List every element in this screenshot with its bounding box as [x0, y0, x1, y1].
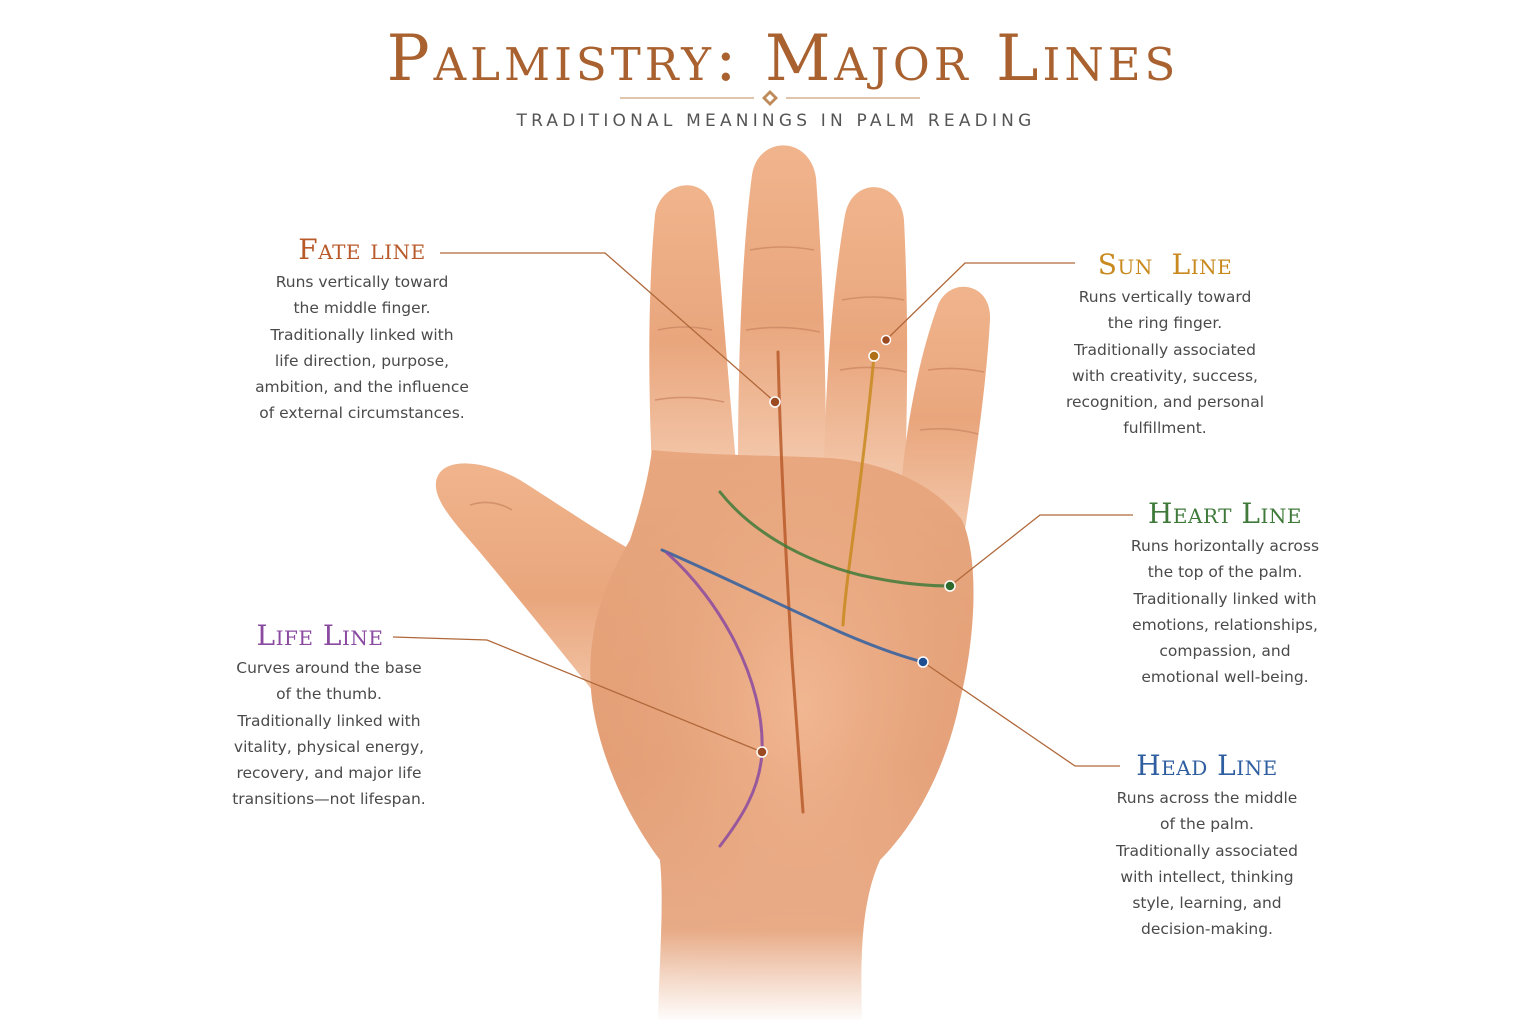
endpoint-dots: [756, 334, 956, 758]
fate-dot: [769, 396, 781, 408]
sun-desc-line: Runs vertically toward: [1078, 288, 1252, 306]
ring-finger: [824, 187, 908, 480]
sun-desc-line: the ring finger.: [1107, 314, 1223, 333]
head-desc-line: style, learning, and: [1132, 894, 1282, 913]
life-line-path: [665, 551, 764, 848]
fate-line-description: Runs vertically toward the middle finger…: [232, 269, 492, 427]
heart-desc-line: Traditionally linked with: [1133, 589, 1317, 608]
heart-line-label: Heart Line Runs horizontally across the …: [1100, 497, 1350, 691]
sun-line-title: Sun Line: [1097, 248, 1233, 281]
sun-leader: [885, 262, 1075, 341]
heart-desc-line: emotions, relationships,: [1132, 615, 1318, 634]
heart-desc-line: Runs horizontally across: [1130, 537, 1320, 555]
page-title: Palmistry: Major Lines: [386, 22, 1180, 96]
heart-dot: [944, 580, 956, 592]
middle-finger: [738, 145, 826, 462]
heart-desc-line: compassion, and: [1159, 642, 1291, 661]
head-leader: [922, 661, 1120, 767]
heart-leader: [949, 514, 1133, 587]
diamond-ornament-icon: [620, 90, 920, 106]
sun-line-description: Runs vertically toward the ring finger. …: [1040, 284, 1290, 442]
heart-line-description: Runs horizontally across the top of the …: [1100, 533, 1350, 691]
life-line-title: Life Line: [256, 619, 384, 652]
life-desc-line: transitions—not lifespan.: [232, 790, 426, 809]
heart-line-path: [718, 490, 952, 588]
life-line-label: Life Line Curves around the base of the …: [204, 619, 454, 813]
sun-line-label: Sun Line Runs vertically toward the ring…: [1040, 248, 1290, 442]
fate-desc-line: Traditionally linked with: [270, 325, 454, 344]
fate-line-title: Fate line: [298, 233, 426, 266]
fate-desc-line: Runs vertically toward: [275, 273, 449, 291]
hand-silhouette: [435, 145, 991, 1024]
sun-dot: [868, 350, 880, 362]
life-desc-line: Curves around the base: [236, 659, 422, 677]
head-desc-line: of the palm.: [1160, 815, 1254, 834]
sun-line-path: [841, 354, 876, 627]
fate-desc-line: life direction, purpose,: [274, 351, 450, 370]
fate-desc-line: of external circumstances.: [259, 404, 465, 423]
leader-lines: [392, 252, 1133, 767]
life-desc-line: vitality, physical energy,: [233, 737, 425, 756]
life-line-description: Curves around the base of the thumb. Tra…: [204, 655, 454, 813]
page-subtitle: Traditional Meanings in Palm Reading: [516, 111, 1036, 131]
life-desc-line: recovery, and major life: [236, 764, 422, 783]
heart-line-title: Heart Line: [1147, 497, 1302, 530]
sun-desc-line: with creativity, success,: [1072, 366, 1258, 385]
heart-desc-line: emotional well-being.: [1141, 668, 1309, 687]
life-leader: [392, 636, 763, 753]
life-desc-line: Traditionally linked with: [237, 711, 421, 730]
head-desc-line: Runs across the middle: [1116, 789, 1298, 807]
head-line-title: Head Line: [1136, 749, 1278, 782]
sun-desc-line: recognition, and personal: [1065, 393, 1265, 412]
sun-desc-line: fulfillment.: [1123, 419, 1207, 438]
little-finger: [900, 286, 991, 530]
sun-desc-line: Traditionally associated: [1073, 340, 1257, 359]
fate-desc-line: the middle finger.: [293, 299, 431, 318]
heart-desc-line: the top of the palm.: [1147, 563, 1303, 582]
fate-leader: [440, 252, 776, 403]
head-desc-line: decision-making.: [1141, 920, 1273, 939]
head-desc-line: with intellect, thinking: [1120, 867, 1294, 886]
head-desc-line: Traditionally associated: [1115, 841, 1299, 860]
sun-dot-2: [880, 334, 892, 346]
wrist-fade: [640, 930, 880, 1024]
fate-line-path: [776, 350, 805, 814]
finger-creases: [469, 246, 985, 511]
head-line-description: Runs across the middle of the palm. Trad…: [1082, 785, 1332, 943]
head-line-path: [660, 548, 925, 664]
palm-lines: [660, 350, 952, 848]
life-desc-line: of the thumb.: [276, 685, 382, 704]
fate-line-label: Fate line Runs vertically toward the mid…: [232, 233, 492, 427]
fate-desc-line: ambition, and the influence: [255, 378, 469, 397]
head-line-label: Head Line Runs across the middle of the …: [1082, 749, 1332, 943]
head-dot: [917, 656, 929, 668]
palm-shading: [590, 450, 974, 1020]
life-dot: [756, 746, 768, 758]
